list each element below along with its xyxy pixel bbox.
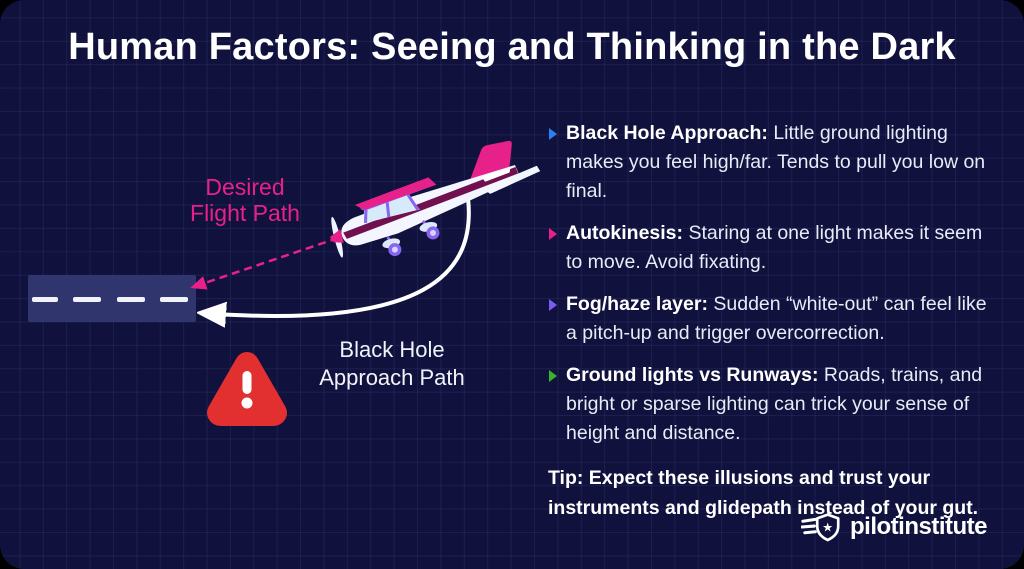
triangle-bullet-icon [549,128,557,140]
triangle-bullet-icon [549,299,557,311]
desired-path-dashed-arrow [190,236,339,290]
bullet-text: Little ground lighting makes you feel hi… [566,122,986,202]
page-title: Human Factors: Seeing and Thinking in th… [68,26,956,68]
bullet-lead: Ground lights vs Runways: [566,364,819,386]
list-item-black-hole-approach: Black Hole Approach: Little ground light… [548,119,988,206]
list-item-ground-lights-vs-runways: Ground lights vs Runways: Roads, trains,… [548,361,988,448]
bullet-lead: Autokinesis: [566,222,684,244]
triangle-bullet-icon [549,228,557,240]
bullet-text: Roads, trains, and bright or sparse ligh… [566,364,983,444]
airplane-illustration [329,140,541,258]
list-item-autokinesis: Autokinesis: Staring at one light makes … [548,219,988,277]
bullet-lead: Black Hole Approach: [566,122,768,144]
desired-flight-path-label: Desired Flight Path [155,174,335,226]
bullet-lead: Fog/haze layer: [566,293,708,315]
pilot-institute-logo: ★ pilotinstitute [801,512,987,542]
desired-flight-path-label-line2: Flight Path [190,200,300,226]
runway [28,275,196,322]
bullet-text: Sudden “white-out” can feel like a pitch… [566,293,987,344]
logo-wordmark: pilotinstitute [850,513,987,540]
svg-text:★: ★ [822,519,833,534]
black-hole-approach-path-label-line2: Approach Path [319,365,465,390]
winged-shield-star-icon: ★ [801,513,840,542]
black-hole-approach-path-label-line1: Black Hole [339,337,445,362]
list-item-fog-haze-layer: Fog/haze layer: Sudden “white-out” can f… [548,290,988,348]
black-hole-approach-curved-arrow [202,197,471,316]
black-hole-approach-path-label: Black Hole Approach Path [292,336,492,392]
tip-text: Tip: Expect these illusions and trust yo… [548,467,979,519]
triangle-bullet-icon [549,370,557,382]
desired-flight-path-label-line1: Desired [205,174,285,200]
warning-triangle-icon [207,352,287,426]
illusions-bullet-list: Black Hole Approach: Little ground light… [548,119,988,523]
bullet-text: Staring at one light makes it seem to mo… [566,222,983,273]
